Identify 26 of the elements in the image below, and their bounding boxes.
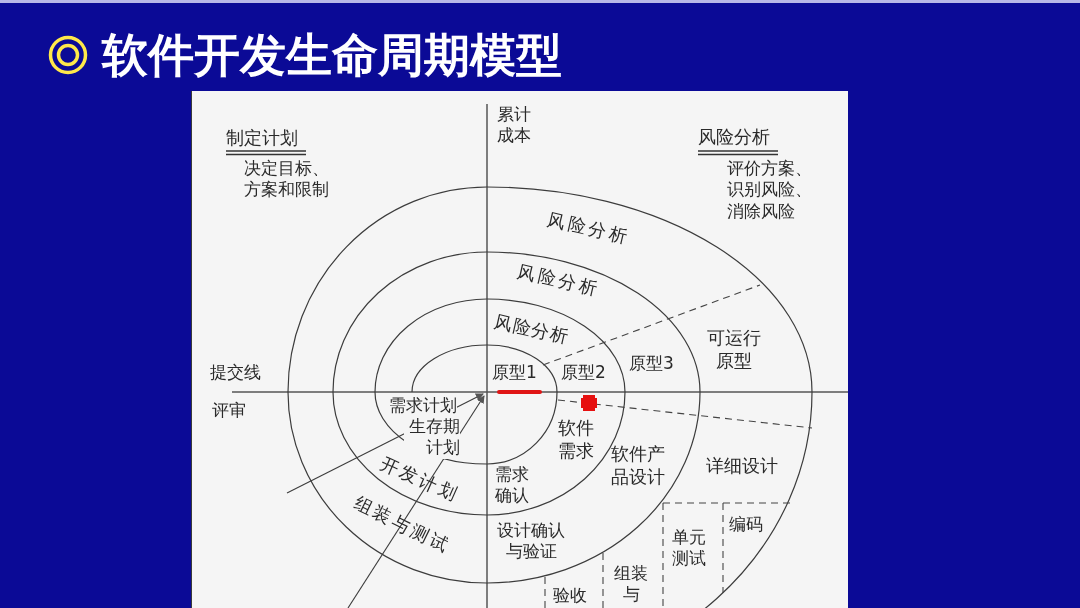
section-description: 评价方案、识别风险、消除风险 xyxy=(727,158,813,222)
phase-label: 风险分析 xyxy=(514,260,602,301)
phase-label: 验收 xyxy=(553,585,587,607)
phase-label: 风险分析 xyxy=(544,208,632,249)
phase-label: 单元测试 xyxy=(672,527,707,570)
phase-label: 生存期计划 xyxy=(404,416,460,459)
section-description: 决定目标、方案和限制 xyxy=(244,158,330,201)
phase-label: 风险分析 xyxy=(491,310,572,349)
section-heading: 制定计划 xyxy=(226,127,298,150)
section-heading: 风险分析 xyxy=(698,126,770,149)
phase-label: 原型1 xyxy=(492,362,537,384)
axis-label: 提交线 xyxy=(210,362,261,384)
phase-label: 需求计划 xyxy=(389,395,457,417)
phase-label: 详细设计 xyxy=(706,455,778,478)
phase-label: 原型3 xyxy=(629,353,674,375)
phase-label: 设计确认与验证 xyxy=(496,520,566,563)
phase-label: 组装与 xyxy=(613,563,649,606)
axis-label: 评审 xyxy=(212,400,246,422)
slide-title: 软件开发生命周期模型 xyxy=(102,28,562,82)
phase-label: 原型2 xyxy=(561,362,606,384)
axis-label: 累计成本 xyxy=(497,104,532,147)
phase-label: 软件需求 xyxy=(557,417,595,462)
phase-label: 需求确认 xyxy=(495,464,530,507)
phase-label: 可运行原型 xyxy=(706,327,762,372)
phase-label: 编码 xyxy=(729,514,763,536)
phase-label: 软件产品设计 xyxy=(610,443,666,488)
